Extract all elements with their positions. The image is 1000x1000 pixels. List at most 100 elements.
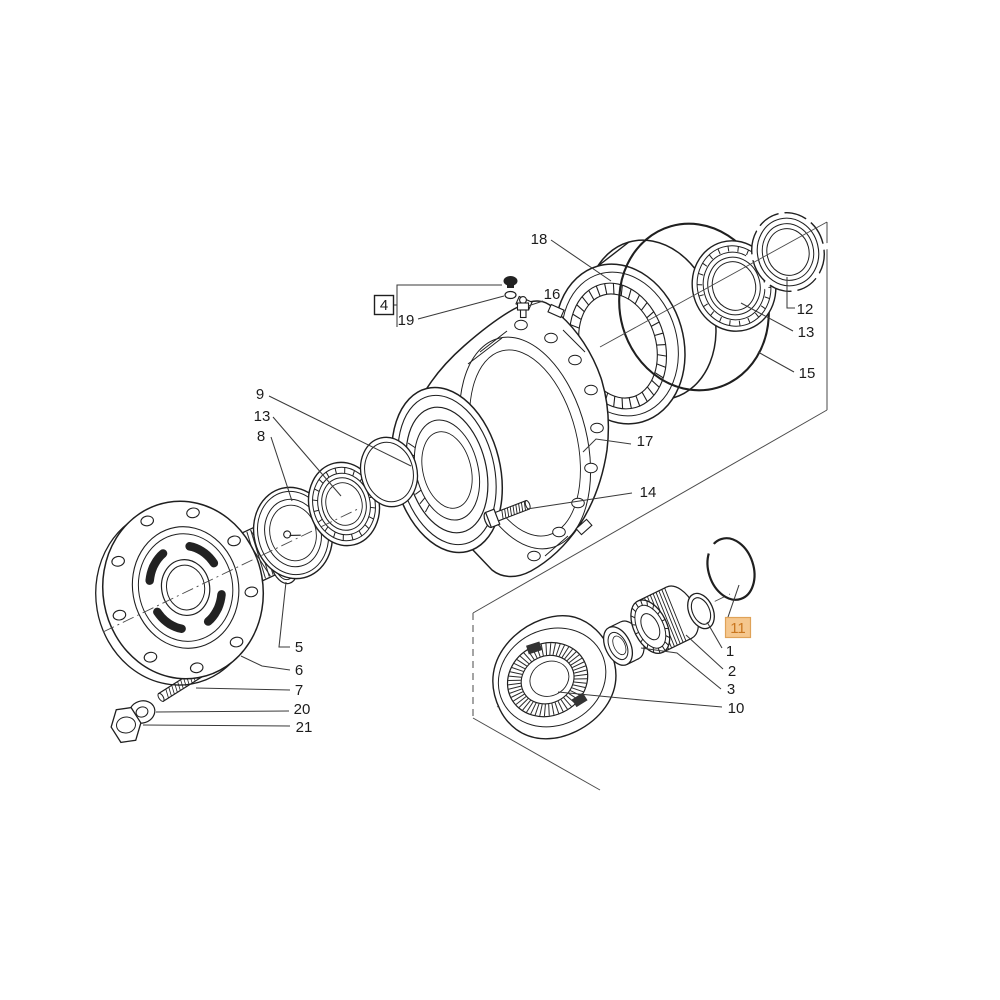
bolt [483, 499, 531, 529]
line-shape [165, 688, 169, 699]
tick-line [697, 284, 703, 286]
callout-9[interactable]: 9 [256, 386, 412, 467]
hub-bolt-hole [189, 662, 204, 674]
leader-line [417, 295, 505, 320]
tick-line [508, 685, 522, 690]
ring-gear-top-edge [597, 241, 630, 267]
snap-ring-gap [705, 542, 717, 554]
tick-line [523, 652, 532, 662]
tick-line [710, 311, 715, 316]
tick-line [703, 303, 708, 308]
tick-line [572, 684, 586, 688]
tick-line [358, 530, 363, 537]
cross-cutout [203, 590, 226, 626]
tick-line [333, 531, 336, 538]
callout-13[interactable]: 13 [254, 408, 342, 497]
tick-line [702, 262, 708, 267]
bolt-boss [590, 422, 604, 434]
tick-line [570, 657, 583, 666]
tick-line [654, 332, 664, 337]
callout-3[interactable]: 3 [640, 647, 735, 698]
callout-14[interactable]: 14 [526, 484, 656, 510]
callout-21[interactable]: 21 [142, 719, 312, 736]
rib-line [479, 330, 508, 353]
tick-line [516, 659, 528, 667]
disc-pin-head [283, 530, 292, 539]
tick-line [543, 704, 546, 717]
callout-8[interactable]: 8 [257, 428, 293, 502]
tick-line [698, 294, 704, 297]
thrust-ring-front [602, 626, 634, 666]
tick-line [312, 499, 318, 502]
callout-10[interactable]: 10 [557, 691, 745, 717]
leader-line [740, 302, 794, 332]
panel-outline [472, 222, 828, 791]
callout-5[interactable]: 5 [278, 581, 303, 656]
callout-16[interactable]: 16 [527, 286, 560, 307]
line-shape [515, 504, 518, 514]
callout-label: 10 [728, 700, 745, 717]
tick-line [632, 624, 636, 626]
bolt-boss [571, 497, 585, 509]
leader-line [272, 416, 342, 497]
tick-line [508, 679, 521, 682]
leader-line [550, 239, 612, 282]
callout-1[interactable]: 1 [706, 621, 734, 660]
lock-ring-face [761, 223, 815, 281]
tick-line [534, 703, 540, 716]
panel-bottom-edge [472, 717, 601, 791]
tick-line [414, 489, 422, 495]
lug [575, 518, 593, 536]
hub-center-opening [160, 559, 211, 616]
callout-label: 20 [294, 701, 311, 718]
tick-line [604, 283, 608, 295]
tick-line [570, 324, 580, 329]
tick-line [654, 372, 664, 379]
callout-label: 8 [257, 428, 265, 445]
tick-line [352, 470, 355, 477]
tick-line [621, 397, 624, 409]
gear-bore [640, 613, 661, 641]
tick-line [511, 667, 524, 672]
cap-tab [571, 692, 588, 708]
tick-line [652, 604, 655, 610]
opening-depth [421, 431, 473, 509]
hub-bolt-hole [112, 609, 127, 621]
callout-6[interactable]: 6 [240, 655, 303, 679]
tick-line [351, 533, 354, 541]
tick-line [576, 304, 585, 313]
callout-11[interactable]: 11 [724, 584, 752, 639]
callout-17[interactable]: 17 [582, 433, 653, 453]
tick-line [568, 654, 580, 664]
callout-label: 15 [799, 365, 816, 382]
tick-line [519, 655, 530, 665]
callout-2[interactable]: 2 [685, 634, 736, 680]
callout-4[interactable]: 4 [373, 284, 503, 327]
tick-line [588, 290, 595, 301]
castellation-cut [817, 242, 831, 251]
castellation-cut [745, 253, 759, 262]
line-shape [523, 501, 526, 511]
callout-7[interactable]: 7 [195, 682, 303, 699]
tick-line [738, 320, 741, 327]
tick-line [522, 700, 531, 711]
castellation-cut [790, 284, 799, 298]
callout-18[interactable]: 18 [531, 231, 612, 282]
callout-12[interactable]: 12 [786, 277, 813, 318]
tick-line [566, 651, 577, 662]
leader-line [268, 395, 412, 467]
callout-19[interactable]: 19 [398, 295, 505, 329]
tick-line [574, 678, 588, 680]
callout-13[interactable]: 13 [740, 302, 815, 341]
callout-15[interactable]: 15 [757, 351, 816, 382]
tick-line [314, 488, 320, 492]
line-shape [518, 503, 521, 513]
tick-line [558, 644, 565, 657]
tick-line [727, 245, 730, 252]
callout-20[interactable]: 20 [155, 701, 311, 718]
callout-label: 13 [798, 324, 815, 341]
hub-bolt-hole [143, 651, 158, 663]
tick-line [656, 344, 666, 346]
